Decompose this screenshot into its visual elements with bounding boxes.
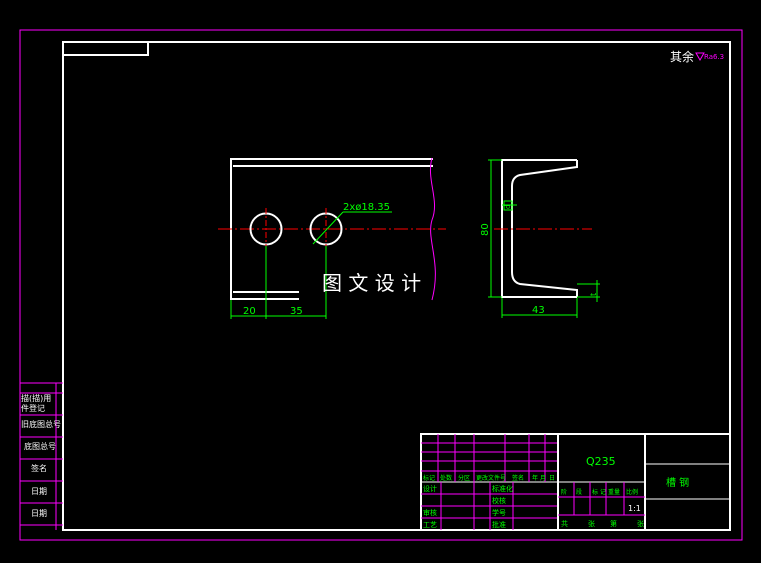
roughness-prefix: 其余 <box>670 49 694 64</box>
dim-web-label: d <box>504 205 512 209</box>
hole-leader <box>312 211 344 245</box>
break-line <box>430 157 436 301</box>
tb-left-1: 审核 <box>423 508 437 517</box>
dim-flange-label: t <box>589 293 598 296</box>
tb-stage-1: 段 <box>576 488 582 496</box>
tb-sheet-1: 张 <box>588 519 595 528</box>
code-box <box>63 42 149 56</box>
tb-mid-0: 标准化 <box>492 484 513 493</box>
tb-material: Q235 <box>586 455 616 468</box>
dim-35-label: 35 <box>290 306 303 317</box>
title-block: 标记 处数 分区 更改文件号 签名 年 月 日 设计 审核 工艺 标准化 校核 … <box>420 433 731 531</box>
watermark: 图 文 设 计 <box>322 271 421 295</box>
dim-web-box <box>503 200 513 211</box>
dim-43-label: 43 <box>532 305 545 316</box>
tb-scale: 1:1 <box>628 504 641 513</box>
outer-border <box>19 29 743 541</box>
tb-part-name: 槽 钢 <box>666 476 689 489</box>
roughness-symbol-icon <box>695 52 705 62</box>
tb-stage-2: 标 <box>592 488 598 496</box>
side-label-2: 旧底图总号 <box>21 419 61 429</box>
tb-header-5: 年 <box>532 474 538 482</box>
tb-mid-2: 学号 <box>492 508 506 517</box>
side-label-6: 日期 <box>31 509 47 518</box>
tb-mid-1: 校核 <box>492 496 506 505</box>
front-view: 2xø18.35 20 35 <box>218 157 446 319</box>
tb-header-1: 处数 <box>440 474 452 482</box>
tb-stage-4: 重量 <box>608 488 620 496</box>
tb-stage-0: 阶 <box>561 488 567 496</box>
hole-dimension: 2xø18.35 <box>343 202 390 213</box>
side-label-0: 描(描)用 <box>21 393 51 403</box>
tb-stage-3: 记 <box>600 489 606 496</box>
tb-header-3: 更改文件号 <box>476 474 506 482</box>
side-view: 80 d t 43 <box>480 159 600 318</box>
tb-mid-3: 批准 <box>492 520 506 529</box>
side-label-5: 日期 <box>31 487 47 496</box>
binding-column: 描(描)用 件登记 旧底图总号 底图总号 签名 日期 日期 <box>20 382 63 530</box>
drawing-frame <box>62 41 731 531</box>
dim-80-label: 80 <box>480 223 491 236</box>
tb-left-0: 设计 <box>423 484 437 493</box>
tb-left-2: 工艺 <box>423 521 437 529</box>
tb-header-7: 日 <box>549 475 555 482</box>
side-label-3: 底图总号 <box>24 441 56 451</box>
tb-header-4: 签名 <box>512 474 524 482</box>
side-label-4: 签名 <box>31 463 47 473</box>
tb-sheet-3: 张 <box>637 519 644 528</box>
tb-stage-5: 比例 <box>626 488 638 496</box>
tb-header-2: 分区 <box>458 474 470 482</box>
dim-20-label: 20 <box>243 306 256 317</box>
tb-sheet-0: 共 <box>561 519 568 528</box>
tb-sheet-2: 第 <box>610 519 617 528</box>
roughness-value: Ra6.3 <box>704 53 724 61</box>
side-label-1: 件登记 <box>21 403 45 413</box>
tb-header-0: 标记 <box>423 474 435 482</box>
tb-header-6: 月 <box>540 475 546 482</box>
